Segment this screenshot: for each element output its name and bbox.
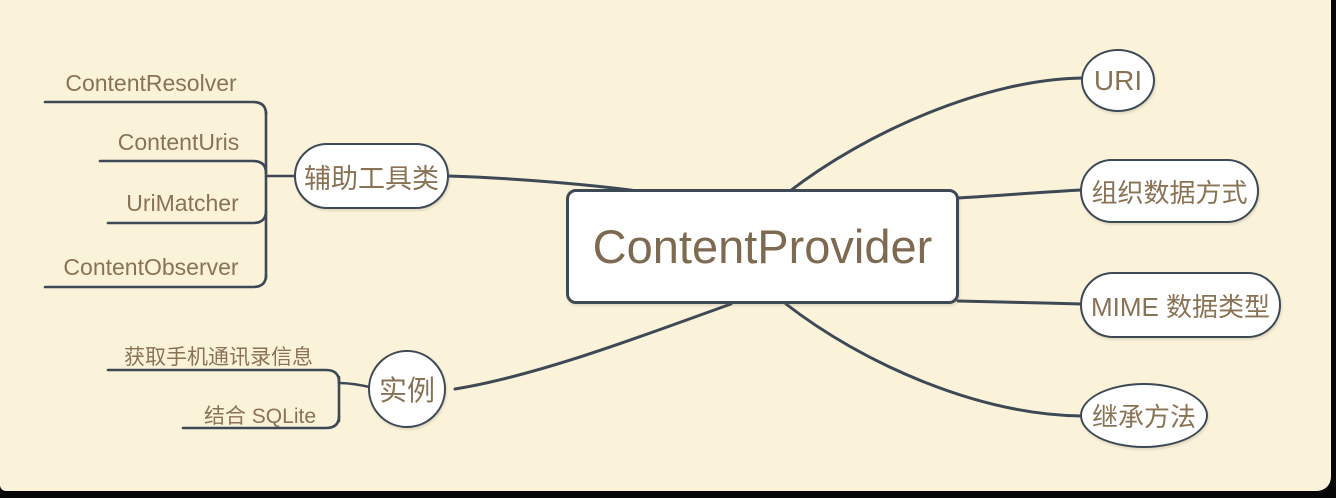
edge-central-inherit: [784, 302, 1084, 418]
edge-central-mime: [956, 299, 1084, 306]
leaf-combine-sqlite[interactable]: 结合 SQLite: [203, 405, 317, 428]
edge-central-organize: [956, 188, 1084, 200]
branch-data-organization[interactable]: 组织数据方式: [1080, 159, 1259, 223]
edge-central-example: [453, 302, 733, 391]
leaf-contentresolver[interactable]: ContentResolver: [65, 70, 237, 96]
underline-contacts: [106, 368, 341, 384]
branch-uri[interactable]: URI: [1081, 49, 1155, 112]
branch-mime-data-type[interactable]: MIME 数据类型: [1080, 272, 1281, 338]
branch-helper-tools[interactable]: 辅助工具类: [294, 143, 449, 209]
leaf-get-phone-contacts[interactable]: 获取手机通讯录信息: [124, 346, 313, 369]
leaf-contenturis[interactable]: ContentUris: [117, 129, 240, 155]
edge-central-uri: [788, 76, 1085, 193]
branch-example[interactable]: 实例: [368, 350, 446, 428]
leaf-urimatcher[interactable]: UriMatcher: [126, 190, 239, 216]
leaf-contentobserver[interactable]: ContentObserver: [63, 254, 239, 280]
underline-contentresolver: [43, 100, 268, 116]
underline-contenturis: [98, 159, 268, 175]
branch-inherited-methods[interactable]: 继承方法: [1080, 383, 1208, 448]
stub-example: [337, 381, 372, 389]
central-topic-contentprovider[interactable]: ContentProvider: [566, 189, 959, 304]
